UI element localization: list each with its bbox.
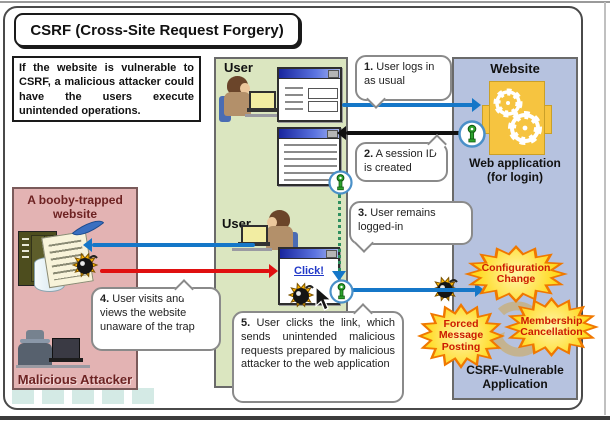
arrow-trap-page (100, 269, 270, 273)
step-number: 3. (358, 207, 368, 219)
burst-label: Forced Message Posting (438, 318, 484, 353)
vulnerable-app-label: CSRF-Vulnerable Application (455, 363, 575, 392)
step-text: User logs in as usual (364, 61, 435, 87)
frame-top-edge (0, 1, 610, 3)
cursor-icon (315, 286, 333, 311)
website-label: Website (490, 61, 540, 76)
burst-configuration-change: Configuration Change (464, 245, 568, 303)
arrow-login-head (472, 98, 481, 112)
session-persist-line (338, 194, 341, 272)
step-text: User clicks the link, which sends uninte… (241, 317, 395, 371)
frame-right-edge (604, 2, 606, 415)
arrow-session (346, 131, 464, 135)
watermark (12, 388, 162, 404)
step-bubble-3: 3. User remains logged-in (349, 201, 473, 253)
step-bubble-5: 5. User clicks the link, which sends uni… (232, 303, 404, 403)
session-key-icon (458, 120, 486, 148)
click-link[interactable]: Click! (294, 265, 324, 277)
step-text: User remains logged-in (358, 207, 436, 233)
bomb-icon (288, 282, 315, 308)
arrow-csrf-request-head (475, 283, 484, 297)
malicious-attacker-label: Malicious Attacker (17, 372, 133, 387)
browser-titlebar (279, 69, 340, 79)
vuln-line1: CSRF-Vulnerable (466, 363, 564, 377)
arrow-csrf-request (352, 288, 476, 292)
session-key-icon (329, 279, 354, 304)
page-title: CSRF (Cross-Site Request Forgery) (14, 13, 300, 47)
step-bubble-4: 4. User visits and views the website una… (91, 279, 221, 351)
page-content-lines (284, 144, 337, 182)
login-form-labels (285, 87, 303, 114)
arrow-trap-page-head (269, 264, 278, 278)
burst-label: Configuration Change (481, 261, 551, 285)
webapp-name: Web application (469, 156, 561, 170)
login-input-username[interactable] (308, 88, 338, 99)
step-bubble-2: 2. A session ID is created (355, 134, 448, 182)
web-application-icon (480, 79, 552, 155)
frame-bottom-shadow (0, 416, 610, 420)
burst-forced-message-posting: Forced Message Posting (417, 303, 505, 369)
user-label-top: User (224, 60, 253, 75)
step-number: 2. (364, 148, 374, 160)
session-key-icon (328, 170, 353, 195)
trap-title-line1: A booby-trapped (27, 193, 123, 207)
browser-titlebar (279, 129, 339, 139)
bomb-icon (72, 252, 99, 278)
step-number: 1. (364, 61, 374, 73)
burst-membership-cancellation: Membership Cancellation (504, 297, 599, 357)
malicious-attacker-icon (16, 330, 90, 372)
step-text: A session ID is created (364, 148, 437, 174)
arrow-visit-trap (92, 243, 255, 247)
step-text: User visits and views the website unawar… (100, 293, 195, 333)
arrow-visit-trap-head (83, 238, 92, 252)
step-number: 4. (100, 293, 110, 305)
step-number: 5. (241, 317, 251, 329)
user-figure-icon (219, 74, 285, 124)
arrow-login (342, 103, 474, 107)
trap-title: A booby-trapped website (12, 193, 138, 222)
webapp-label: Web application (for login) (455, 156, 575, 185)
trap-title-line2: website (52, 206, 97, 221)
browser-window-login (277, 67, 342, 122)
step-bubble-1: 1. User logs in as usual (355, 55, 452, 109)
browser-titlebar (280, 249, 338, 259)
arrow-session-head (337, 126, 346, 140)
burst-label: Membership Cancellation (520, 314, 583, 338)
webapp-sub: (for login) (487, 169, 543, 184)
gears-icon (493, 88, 542, 145)
vuln-line2: Application (482, 376, 548, 391)
session-line-arrowhead (332, 271, 346, 281)
description-box: If the website is vulnerable to CSRF, a … (12, 56, 201, 122)
login-input-password[interactable] (308, 101, 338, 112)
